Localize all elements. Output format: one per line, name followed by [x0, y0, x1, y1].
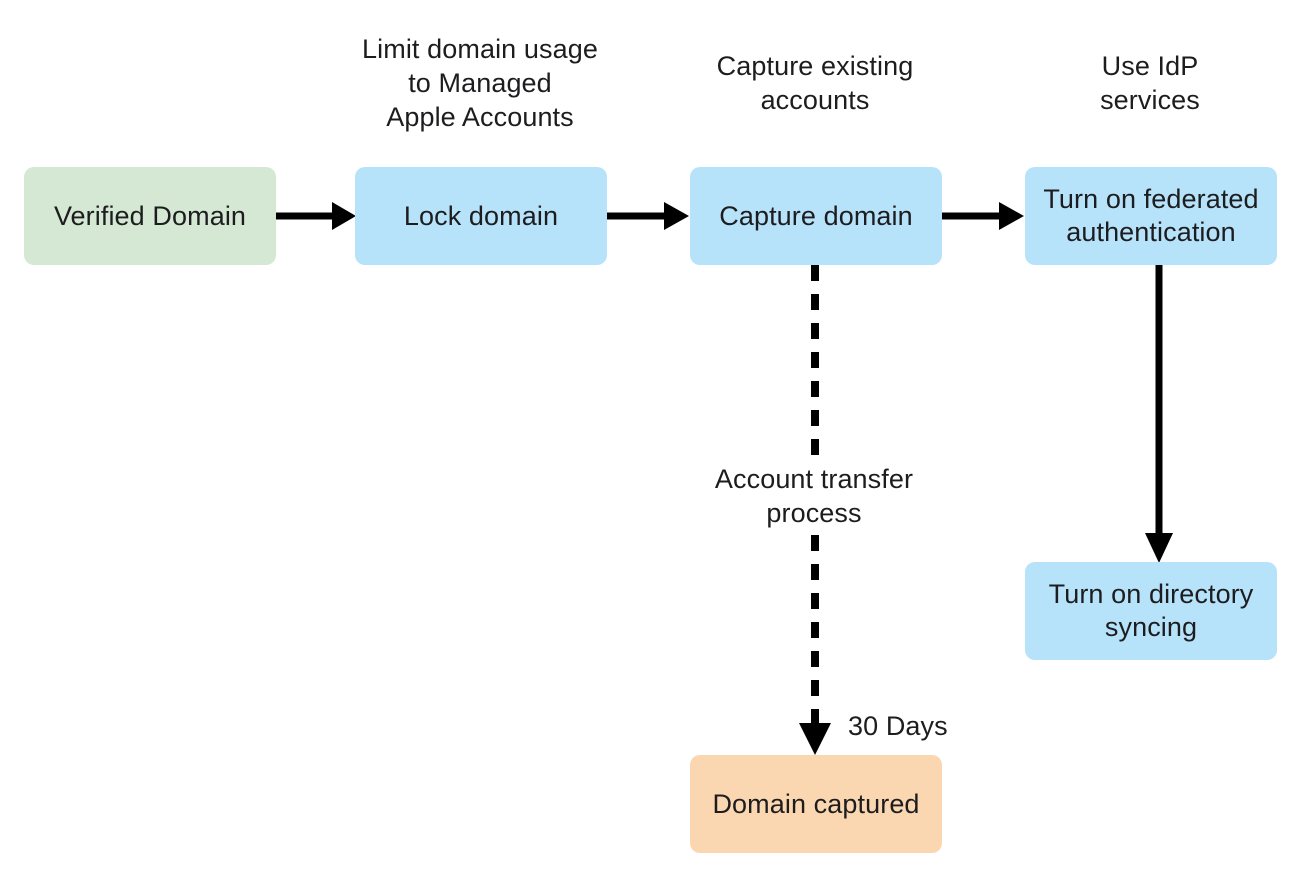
- caption-capture-domain: Capture existing accounts: [716, 51, 914, 116]
- node-turn-on-federated-authentication[interactable]: Turn on federated authentication: [1025, 167, 1277, 265]
- caption-federated-authentication: Use IdP services: [1100, 51, 1200, 116]
- node-capture-domain[interactable]: Capture domain: [690, 167, 942, 265]
- node-domain-captured[interactable]: Domain captured: [690, 755, 942, 853]
- caption-lock-domain: Limit domain usage to Managed Apple Acco…: [362, 34, 598, 133]
- connector-capture-to-federated: [939, 196, 1029, 236]
- node-verified-domain[interactable]: Verified Domain: [24, 167, 276, 265]
- connector-federated-to-directory-syncing: [1139, 263, 1179, 565]
- connector-verified-to-lock: [274, 196, 359, 236]
- edge-label-account-transfer-process: Account transfer process: [714, 464, 914, 529]
- node-turn-on-directory-syncing[interactable]: Turn on directory syncing: [1025, 562, 1277, 660]
- node-lock-domain[interactable]: Lock domain: [355, 167, 607, 265]
- edge-label-thirty-days: 30 Days: [848, 711, 948, 741]
- connector-lock-to-capture: [605, 196, 693, 236]
